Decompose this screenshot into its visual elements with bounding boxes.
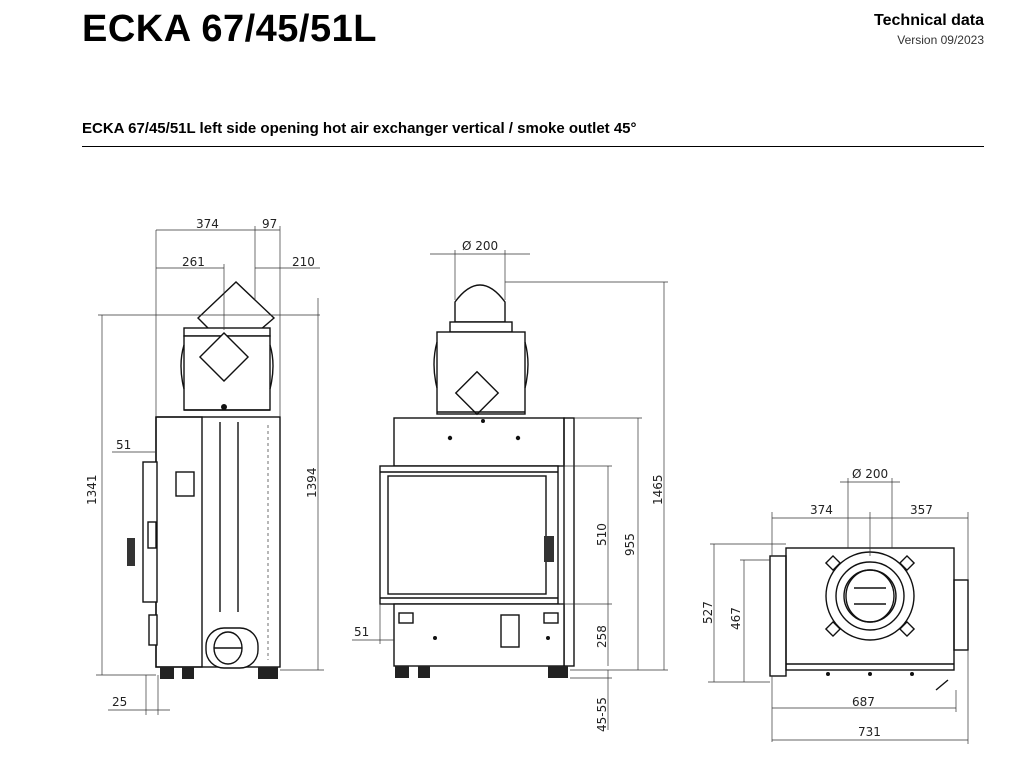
dim-374-top: 374 [810,503,833,517]
dim-1394-side: 1394 [305,467,319,498]
dim-1465-front: 1465 [651,474,665,505]
document-version: Version 09/2023 [897,33,984,47]
dim-1341-side: 1341 [85,474,99,505]
flue-ring-top [825,551,915,641]
dim-dia200-top: Ø 200 [852,467,888,481]
flue-dome [454,284,506,323]
page-title: ECKA 67/45/51L [82,8,377,50]
side-view: 374 97 261 210 51 1341 1394 25 [85,217,324,715]
dim-210-side: 210 [292,255,315,269]
front-view: Ø 200 1465 510 955 258 45-55 51 [352,239,668,732]
document-header-info: Technical data Version 09/2023 [874,12,984,47]
header-divider [82,146,984,147]
dim-687-top: 687 [852,695,875,709]
smoke-outlet-45 [196,281,276,331]
dim-97-side: 97 [262,217,277,231]
dim-261-side: 261 [182,255,205,269]
dim-258-front: 258 [595,625,609,648]
dim-25-side: 25 [112,695,127,709]
drawing-subtitle: ECKA 67/45/51L left side opening hot air… [82,120,637,137]
dim-527-top: 527 [701,601,715,624]
dim-357-top: 357 [910,503,933,517]
dim-45-55-front: 45-55 [595,697,609,732]
dim-467-top: 467 [729,607,743,630]
dim-51-front: 51 [354,625,369,639]
fire-door [379,465,559,605]
vent-diamond [198,331,250,383]
dim-374-side: 374 [196,217,219,231]
top-view: Ø 200 374 357 527 467 687 731 [701,467,969,744]
document-type: Technical data [874,12,984,29]
dim-731-top: 731 [858,725,881,739]
dim-51-side: 51 [116,438,131,452]
stove-body-side [155,416,281,668]
dim-510-front: 510 [595,523,609,546]
dim-955-front: 955 [623,533,637,556]
dim-dia200-front: Ø 200 [462,239,498,253]
